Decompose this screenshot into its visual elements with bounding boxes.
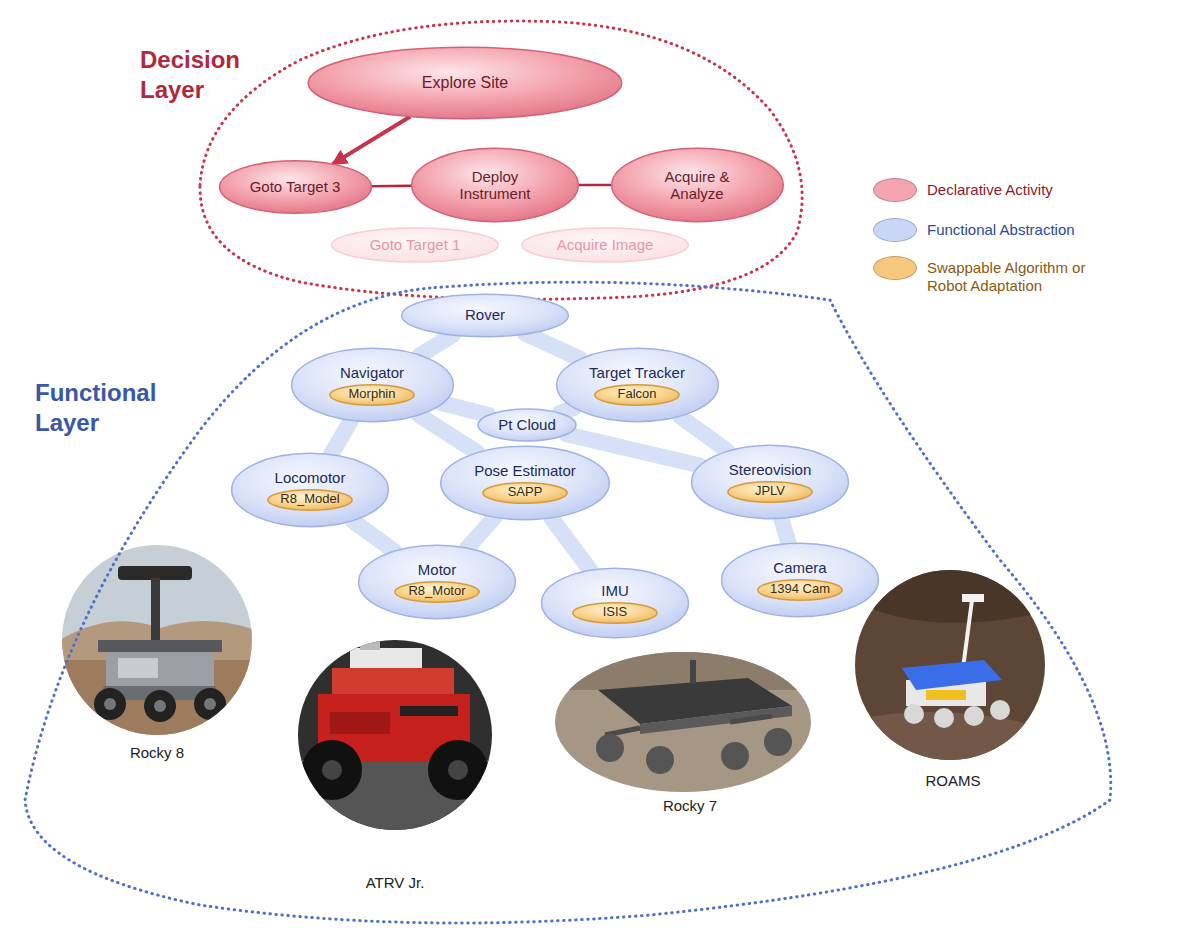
node-label: Deploy Instrument xyxy=(448,168,543,203)
functional-abstraction: StereovisionJPLV xyxy=(690,443,850,521)
functional-abstraction: Pose EstimatorSAPP xyxy=(439,444,611,522)
rocky7-photo xyxy=(553,650,813,795)
abstraction-link xyxy=(442,403,488,415)
node-label: R8_Model xyxy=(280,492,339,507)
node-label: Stereovision xyxy=(729,461,812,478)
node-label: Motor xyxy=(418,561,456,578)
swappable-algorithm: 1394 Cam xyxy=(757,579,843,601)
robot-name: ATRV Jr. xyxy=(366,874,425,891)
activity-link xyxy=(578,184,611,187)
functional-layer-region: Functional Layer RoverNavigatorMorphin Tar… xyxy=(15,280,1125,930)
declarative-activity: Deploy Instrument xyxy=(410,146,580,224)
node-label: Pt Cloud xyxy=(498,416,556,433)
abstraction-link xyxy=(331,420,351,454)
functional-abstraction: Pt Cloud xyxy=(477,408,577,442)
activity-link xyxy=(332,116,410,164)
node-label: IMU xyxy=(601,582,629,599)
functional-abstraction: LocomotorR8_Model xyxy=(230,451,390,529)
legend-text: Functional Abstraction xyxy=(927,221,1117,239)
node-label: ISIS xyxy=(603,605,628,620)
node-label: Locomotor xyxy=(275,469,346,486)
swappable-algorithm: R8_Motor xyxy=(394,581,480,603)
swappable-algorithm: Falcon xyxy=(594,384,680,406)
faded-activity: Acquire Image xyxy=(520,227,690,263)
rocky8-photo xyxy=(60,540,260,740)
functional-abstraction: Rover xyxy=(400,293,570,338)
declarative-activity: Acquire & Analyze xyxy=(610,146,785,224)
abstraction-link xyxy=(551,518,590,570)
functional-abstraction: NavigatorMorphin xyxy=(290,346,455,424)
swappable-algorithm: Morphin xyxy=(329,384,415,406)
robot-name: Rocky 8 xyxy=(130,744,184,761)
node-label: Acquire Image xyxy=(557,236,654,253)
swappable-algorithm: ISIS xyxy=(572,602,658,624)
node-label: Target Tracker xyxy=(589,364,685,381)
atrv-photo xyxy=(295,636,495,840)
node-label: Acquire & Analyze xyxy=(650,168,745,203)
functional-abstraction: IMU ISIS xyxy=(540,566,690,640)
robot-name: ROAMS xyxy=(925,772,980,789)
legend-swatch xyxy=(873,256,917,280)
node-label: Morphin xyxy=(349,387,396,402)
functional-abstraction: MotorR8_Motor xyxy=(357,543,517,621)
node-label: Explore Site xyxy=(422,74,508,92)
declarative-activity: Explore Site xyxy=(305,45,625,121)
activity-link xyxy=(371,185,412,188)
decision-layer-region: Decision LayerExplore SiteGoto Target 3D… xyxy=(195,15,820,310)
declarative-activity: Goto Target 3 xyxy=(218,159,373,215)
node-label: Camera xyxy=(773,559,826,576)
node-label: Goto Target 3 xyxy=(250,178,341,195)
node-label: SAPP xyxy=(508,485,543,500)
faded-activity: Goto Target 1 xyxy=(330,227,500,263)
dotted-boundary xyxy=(200,21,802,299)
abstraction-link xyxy=(560,408,574,413)
node-label: R8_Motor xyxy=(408,584,465,599)
abstraction-link xyxy=(525,334,580,359)
legend-text: Swappable Algorithm or Robot Adaptation xyxy=(927,259,1117,295)
node-label: JPLV xyxy=(755,484,785,499)
legend-swatch xyxy=(873,218,917,242)
abstraction-link xyxy=(467,517,495,548)
node-label: Falcon xyxy=(617,387,656,402)
swappable-algorithm: SAPP xyxy=(482,482,568,504)
legend-swatch xyxy=(873,178,917,202)
roams-photo xyxy=(852,568,1052,770)
abstraction-link xyxy=(420,335,454,356)
node-label: 1394 Cam xyxy=(770,582,830,597)
legend-text: Declarative Activity xyxy=(927,181,1117,199)
abstraction-link xyxy=(419,415,478,453)
dotted-boundary xyxy=(25,282,1111,923)
node-label: Goto Target 1 xyxy=(370,236,461,253)
abstraction-link xyxy=(353,521,395,551)
layer-title: Functional Layer xyxy=(35,378,195,438)
functional-abstraction: Camera 1394 Cam xyxy=(720,541,880,619)
abstraction-link xyxy=(680,416,728,451)
robot-name: Rocky 7 xyxy=(663,797,717,814)
functional-abstraction: Target TrackerFalcon xyxy=(555,346,720,424)
node-label: Navigator xyxy=(340,364,404,381)
node-label: Rover xyxy=(465,306,505,323)
node-label: Pose Estimator xyxy=(474,462,576,479)
abstraction-link xyxy=(781,518,789,543)
layer-title: Decision Layer xyxy=(140,45,275,105)
swappable-algorithm: JPLV xyxy=(727,481,813,503)
swappable-algorithm: R8_Model xyxy=(267,489,353,511)
